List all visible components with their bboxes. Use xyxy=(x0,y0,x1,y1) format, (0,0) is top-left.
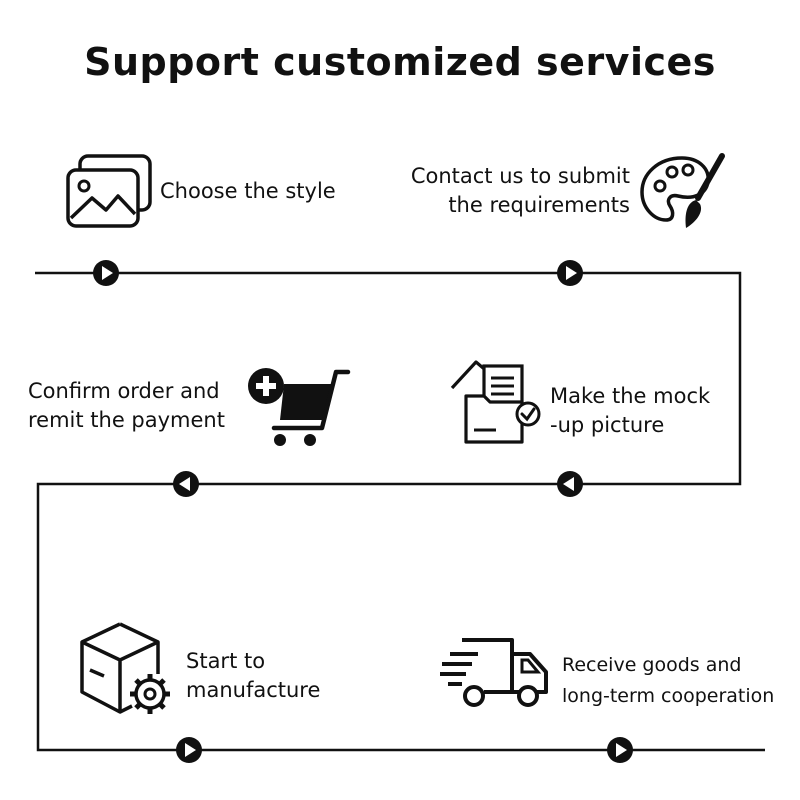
step-manufacture: Start to manufacture xyxy=(186,647,320,705)
arrow-right-icon xyxy=(607,737,633,763)
arrow-right-icon xyxy=(176,737,202,763)
step-label: long-term cooperation xyxy=(562,685,775,707)
box-gear-icon xyxy=(80,622,170,714)
step-confirm-order: Confirm order and remit the payment xyxy=(28,377,225,435)
shopping-cart-icon xyxy=(248,368,351,446)
page-title: Support customized services xyxy=(84,40,716,84)
step-choose-style: Choose the style xyxy=(160,177,336,206)
flow-path xyxy=(35,271,765,752)
image-gallery-icon xyxy=(66,154,152,228)
step-label: Choose the style xyxy=(160,179,336,203)
palette-icon xyxy=(640,153,725,228)
step-contact-us: Contact us to submit the requirements xyxy=(411,162,630,220)
step-label: Make the mock xyxy=(550,384,711,408)
delivery-truck-icon xyxy=(440,638,548,707)
step-label: -up picture xyxy=(550,413,665,437)
arrow-left-icon xyxy=(557,471,583,497)
arrow-right-icon xyxy=(93,260,119,286)
document-folder-icon xyxy=(450,360,541,444)
step-label: Contact us to submit xyxy=(410,164,630,188)
arrow-right-icon xyxy=(557,260,583,286)
step-label: manufacture xyxy=(186,678,321,702)
step-receive-goods: Receive goods and long-term cooperation xyxy=(562,650,774,712)
step-label: Start to xyxy=(186,649,266,673)
step-label: Confirm order and xyxy=(28,379,220,403)
step-mockup: Make the mock -up picture xyxy=(550,382,710,440)
step-label: Receive goods and xyxy=(562,654,742,676)
arrow-left-icon xyxy=(173,471,199,497)
step-label: the requirements xyxy=(448,193,630,217)
step-label: remit the payment xyxy=(28,408,225,432)
